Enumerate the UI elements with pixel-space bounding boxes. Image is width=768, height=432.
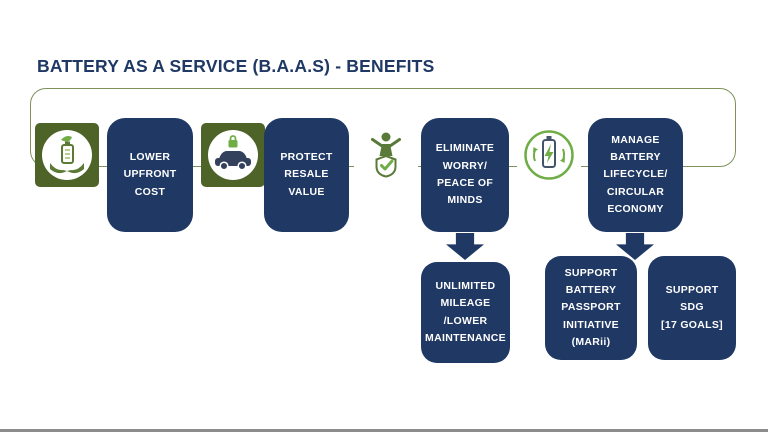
down-arrow-icon <box>446 233 484 260</box>
benefit-box-label: MANAGE BATTERY LIFECYCLE/ CIRCULAR ECONO… <box>603 133 668 215</box>
page-title: BATTERY AS A SERVICE (B.A.A.S) - BENEFIT… <box>37 56 435 76</box>
benefit-box-protect-resale-value: PROTECT RESALE VALUE <box>264 118 349 232</box>
benefit-box-eliminate-worry: ELIMINATE WORRY/ PEACE OF MINDS <box>421 118 509 232</box>
peace-of-mind-icon <box>354 123 418 187</box>
slide-bottom-edge <box>0 429 768 432</box>
sub-benefit-box-support-sdg: SUPPORT SDG [17 GOALS] <box>648 256 736 360</box>
benefit-box-label: ELIMINATE WORRY/ PEACE OF MINDS <box>435 142 495 207</box>
sub-benefit-box-label: UNLIMITED MILEAGE /LOWER MAINTENANCE <box>425 279 506 344</box>
car-security-icon <box>201 123 265 187</box>
benefit-box-label: PROTECT RESALE VALUE <box>280 151 333 198</box>
sub-benefit-box-label: SUPPORT BATTERY PASSPORT INITIATIVE (MAR… <box>561 266 621 348</box>
benefit-box-label: LOWER UPFRONT COST <box>123 151 177 198</box>
benefit-box-manage-lifecycle: MANAGE BATTERY LIFECYCLE/ CIRCULAR ECONO… <box>588 118 683 232</box>
sub-benefit-box-unlimited-mileage: UNLIMITED MILEAGE /LOWER MAINTENANCE <box>421 262 510 363</box>
battery-lifecycle-icon <box>517 123 581 187</box>
eco-battery-icon <box>35 123 99 187</box>
benefit-box-lower-upfront-cost: LOWER UPFRONT COST <box>107 118 193 232</box>
sub-benefit-box-battery-passport: SUPPORT BATTERY PASSPORT INITIATIVE (MAR… <box>545 256 637 360</box>
sub-benefit-box-label: SUPPORT SDG [17 GOALS] <box>661 284 723 331</box>
